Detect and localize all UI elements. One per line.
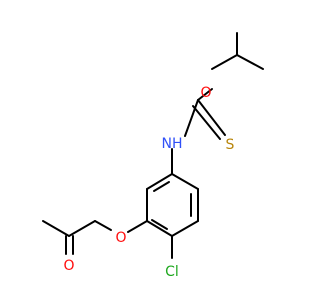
- bond: [68, 220, 96, 237]
- bond: [211, 54, 238, 70]
- oxygen-ketone-label: O: [63, 258, 74, 274]
- aromatic-bond: [151, 219, 168, 230]
- bonds: [42, 32, 264, 259]
- bond: [184, 99, 199, 137]
- oxygen-ether-label: O: [115, 230, 126, 246]
- bond: [236, 54, 264, 70]
- atom-labels: O S NH O O Cl: [63, 85, 234, 280]
- chlorine-label: Cl: [165, 264, 179, 280]
- structure-diagram: O S NH O O Cl: [42, 32, 264, 280]
- ring-bond: [146, 220, 173, 237]
- aromatic-bond: [153, 181, 170, 192]
- bond: [42, 220, 70, 237]
- bond: [94, 220, 112, 231]
- nitrogen-label: NH: [162, 136, 183, 152]
- ring-bond: [171, 220, 199, 237]
- oxygen-ester-label: O: [200, 85, 211, 101]
- double-bond: [197, 99, 226, 136]
- ring-bond: [146, 173, 173, 190]
- sulfur-label: S: [226, 137, 235, 153]
- double-bond: [192, 105, 221, 140]
- bond: [127, 220, 148, 233]
- bond: [197, 88, 213, 101]
- ring-bond: [171, 173, 199, 190]
- molecule-canvas: O S NH O O Cl: [42, 32, 264, 280]
